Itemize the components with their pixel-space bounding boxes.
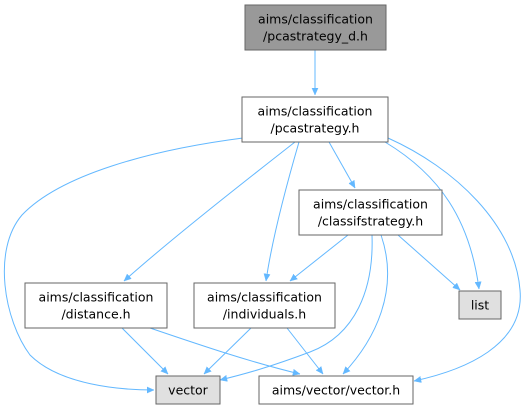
node-label: aims/classification	[39, 290, 154, 305]
node-label: list	[471, 298, 489, 313]
node-box	[298, 189, 443, 236]
node-label: aims/classification	[207, 290, 322, 305]
edge-distance-to-vector_h	[149, 327, 300, 374]
node-label: /pcastrategy.h	[271, 121, 360, 136]
edge-pcastrategy-to-vector_h	[387, 137, 521, 381]
node-label: /distance.h	[61, 307, 130, 322]
node-box	[458, 290, 502, 320]
node-label: vector	[168, 383, 209, 398]
node-pcastrategy[interactable]: aims/classification/pcastrategy.h	[241, 96, 389, 143]
node-pcastrategy-d[interactable]: aims/classification/pcastrategy_d.h	[244, 4, 387, 51]
edge-classifstrategy-to-list	[397, 234, 460, 291]
node-label: aims/classification	[258, 104, 373, 119]
edge-pcastrategy-to-distance	[124, 141, 296, 282]
node-vector[interactable]: vector	[155, 375, 221, 405]
node-individuals[interactable]: aims/classification/individuals.h	[193, 282, 336, 329]
node-box	[241, 96, 389, 143]
edge-classifstrategy-to-vector	[220, 234, 373, 380]
node-label: aims/classification	[258, 12, 373, 27]
node-vector-h[interactable]: aims/vector/vector.h	[258, 375, 414, 405]
node-label: aims/vector/vector.h	[272, 383, 400, 398]
edges	[3, 50, 521, 390]
node-label: /classifstrategy.h	[318, 214, 423, 229]
edge-pcastrategy-to-vector	[3, 137, 244, 390]
node-label: /individuals.h	[223, 307, 306, 322]
node-box	[155, 375, 221, 405]
node-box	[193, 282, 336, 329]
edge-pcastrategy-to-classifstrategy	[328, 141, 356, 188]
node-box	[244, 4, 387, 51]
node-label: /pcastrategy_d.h	[263, 29, 368, 44]
edge-individuals-to-vector	[204, 327, 252, 375]
edge-individuals-to-vector_h	[286, 327, 324, 374]
edge-classifstrategy-to-individuals	[290, 234, 349, 282]
node-list[interactable]: list	[458, 290, 502, 320]
node-box	[24, 282, 168, 329]
node-distance[interactable]: aims/classification/distance.h	[24, 282, 168, 329]
nodes: aims/classification/pcastrategy_d.haims/…	[24, 4, 502, 405]
edge-distance-to-vector	[121, 327, 169, 375]
edge-pcastrategy-to-individuals	[266, 141, 300, 281]
edge-classifstrategy-to-vector_h	[342, 234, 389, 374]
node-classifstrategy[interactable]: aims/classification/classifstrategy.h	[298, 189, 443, 236]
node-label: aims/classification	[313, 197, 428, 212]
edge-pcastrategy-to-list	[384, 141, 479, 289]
node-box	[258, 375, 414, 405]
